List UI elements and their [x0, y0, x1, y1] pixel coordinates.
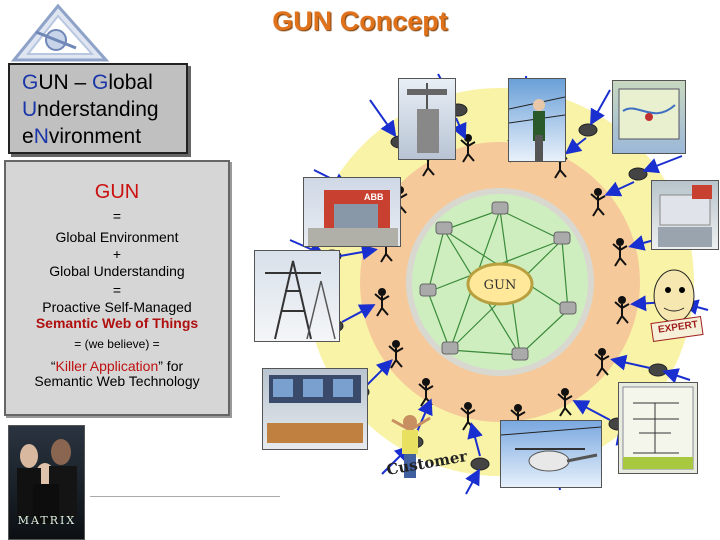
equation-proactive: Proactive Self-Managed	[42, 299, 192, 315]
abb-sign: ABB	[364, 192, 384, 202]
equation-semantic-web-things: Semantic Web of Things	[35, 315, 199, 331]
schematic-document-photo	[618, 382, 698, 474]
equation-semantic-web-technology: Semantic Web Technology	[34, 373, 200, 389]
text-vironment: vironment	[48, 125, 142, 148]
letter-n: N	[33, 125, 49, 148]
equation-heading: GUN	[94, 181, 140, 203]
inner-device-icons	[419, 201, 577, 361]
abb-building-photo: ABB	[303, 177, 401, 247]
transmission-tower-icon	[265, 260, 336, 340]
divider-line	[90, 496, 280, 497]
expert-character-image: EXPERT	[640, 268, 710, 360]
map-icon	[618, 88, 680, 140]
quote-open: “	[50, 358, 56, 374]
equation-plus: +	[112, 246, 122, 262]
equation-equals-1: =	[112, 208, 122, 224]
gun-definition-box: GUN – Global Understanding eNvironment	[8, 63, 188, 154]
equation-global-understanding: Global Understanding	[49, 263, 185, 279]
letter-g2: G	[92, 71, 109, 94]
definition-line-2: Understanding	[22, 96, 186, 123]
matrix-title: MATRIX	[17, 514, 77, 527]
letter-u: U	[22, 98, 38, 121]
building-icon	[308, 190, 398, 246]
schematic-icon	[622, 386, 694, 470]
quote-close-for: ” for	[158, 358, 184, 374]
sensor-equipment-photo	[398, 78, 456, 160]
customer-woman-icon	[391, 415, 431, 478]
gun-equation-box: GUN = Global Environment + Global Unders…	[4, 160, 230, 416]
text-un: UN –	[38, 71, 93, 94]
triangle-logo-icon	[6, 2, 116, 64]
equation-equals-2: =	[112, 282, 122, 298]
gun-center-label: GUN	[484, 278, 517, 293]
text-lobal: lobal	[108, 71, 153, 94]
matrix-poster-image: MATRIX	[8, 425, 85, 540]
expert-cartoon-icon	[650, 269, 704, 342]
helicopter-photo	[500, 420, 602, 488]
page-title: GUN Concept	[272, 6, 448, 36]
equation-we-believe: = (we believe) =	[74, 337, 160, 351]
letter-g: G	[22, 71, 39, 94]
killer-application-text: Killer Application	[55, 358, 159, 374]
exhibition-icon	[658, 185, 712, 247]
equation-killer-line: “Killer Application” for	[6, 359, 228, 374]
control-room-icon	[267, 375, 363, 443]
control-room-photo	[262, 368, 368, 450]
antenna-icon	[407, 83, 447, 153]
letter-e: e	[22, 125, 34, 148]
map-screen-photo	[612, 80, 686, 154]
lineman-photo	[508, 78, 566, 162]
exhibition-stand-photo	[651, 180, 719, 250]
text-nderstanding: nderstanding	[37, 98, 159, 121]
power-worker-icon	[509, 96, 565, 161]
helicopter-icon	[501, 426, 601, 472]
customer-figure-image: Customer	[384, 412, 468, 482]
gun-center-disc	[466, 262, 534, 306]
definition-line-3: eNvironment	[22, 123, 186, 150]
matrix-figures-icon	[17, 439, 77, 524]
equation-global-environment: Global Environment	[55, 229, 179, 245]
power-tower-photo	[254, 250, 340, 342]
definition-line-1: GUN – Global	[22, 69, 186, 96]
